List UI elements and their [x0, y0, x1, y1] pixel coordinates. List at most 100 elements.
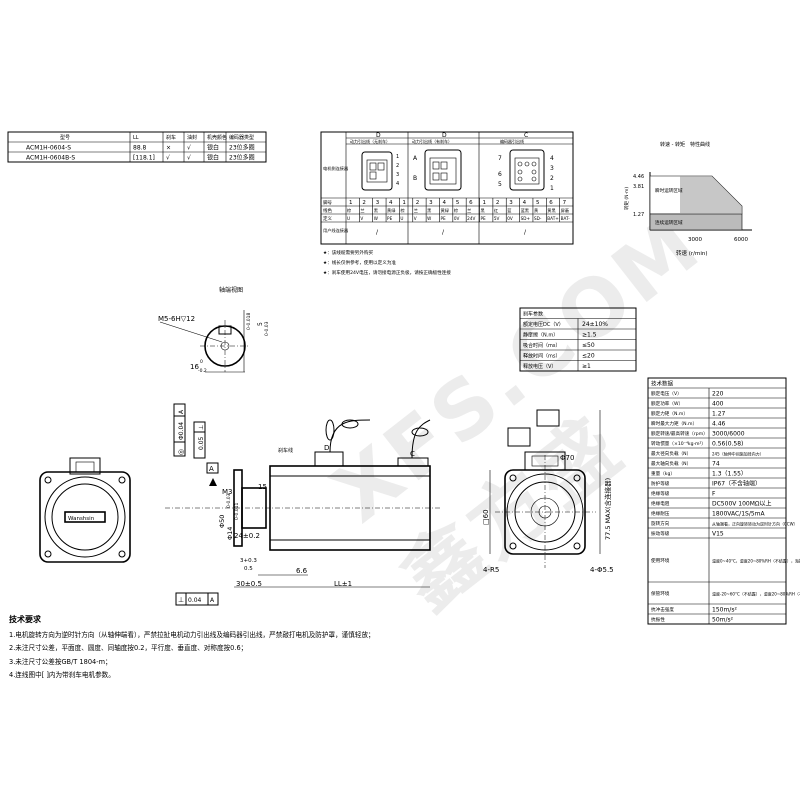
pin-11: 2 [496, 200, 500, 206]
spec-value-6: 245（轴伸中间施加径向力） [712, 451, 764, 457]
pin-def-10: PE [481, 216, 487, 221]
spec-value-14: V15 [712, 531, 724, 538]
pin-def-14: SD- [534, 216, 542, 221]
group-label-d2: D [442, 132, 447, 139]
spec-param-11: 绝缘电阻 [651, 500, 670, 507]
spec-value-9: IP67（不含轴端） [712, 480, 761, 488]
spec-value-7: 74 [712, 461, 720, 468]
pin-10: 1 [483, 200, 487, 206]
pin-14: 5 [536, 200, 540, 206]
dim-3-bot: 0.5 [244, 566, 253, 572]
gdt2-value: 0.05 [198, 436, 205, 450]
dim-24: 24±0.2 [234, 532, 260, 540]
pin-color-8: 棕 [454, 207, 458, 214]
pin-color-5: 兰 [414, 207, 418, 213]
spec-param-5: 转动惯量（×10⁻⁴kg·m²） [651, 440, 706, 447]
spec-value-8: 1.3（1.55） [712, 471, 747, 478]
key-dim: 16 [190, 363, 199, 371]
dim-5-tol: 0-0.03 [264, 321, 270, 336]
chart-title: 转速 - 转矩 特性曲线 [660, 141, 710, 148]
pin-def-16: BAT- [561, 216, 571, 221]
spec-value-0: 220 [712, 391, 724, 398]
pin-13: 4 [523, 200, 527, 206]
gdt2-symbol: ⊥ [198, 425, 205, 430]
pin-num-c-4: 4 [550, 155, 554, 162]
spec-param-15: 使用环境 [651, 557, 670, 564]
pin-color-0: 棕 [347, 207, 351, 214]
pin-def-2: W [374, 216, 378, 221]
dim-5: 5 [257, 322, 264, 326]
technical-notes: 技术要求 1.电机旋转方向为逆时针方向（从轴伸端看），严禁拉扯电机动力引出线及编… [9, 613, 389, 683]
dim-phi70: Φ70 [560, 454, 574, 462]
pin-def-12: 0V [507, 216, 513, 221]
pin-16: 7 [563, 200, 567, 206]
connector-table: 1棕U2兰V3黑W4黄绿PE1棕U2兰V3黑W4黄绿PE5棕0V6兰24V1黑P… [320, 131, 574, 276]
pin-num-d1-4: 4 [396, 181, 399, 187]
notes-heading: 技术要求 [9, 615, 41, 624]
pin-def-1: V [360, 216, 363, 221]
pin-7: 4 [442, 200, 446, 206]
group-label-d1: D [376, 132, 381, 139]
y-axis-label: 转矩 (N·m) [623, 187, 630, 210]
upper-zone-fill [680, 176, 742, 214]
brake-value-0: 24±10% [582, 321, 608, 328]
note-line-4: 4.连线图中[ ]内为带刹车电机参数。 [9, 671, 115, 679]
gdt3-datum: A [210, 597, 215, 604]
pin-15: 6 [549, 200, 553, 206]
dim-phi14-tol: 0-0.011 [234, 502, 240, 520]
pin-num-d1-2: 2 [396, 163, 399, 169]
group-label-c: C [524, 132, 528, 139]
pin-def-4: U [400, 216, 403, 221]
spec-value-16: 温度-20~60°C（不结露），湿度20~80%RH（不结露） [712, 591, 800, 597]
pin-4: 1 [402, 200, 406, 206]
thread-label: M5-6H▽12 [158, 315, 195, 323]
pin-color-11: 红 [494, 207, 498, 213]
pin-color-1: 兰 [360, 207, 364, 213]
pin-color-15: 黄黑 [547, 207, 555, 214]
zone-upper-label: 瞬时运转区域 [655, 187, 683, 194]
pin-num-c-1: 1 [550, 185, 554, 192]
spec-title: 技术数据 [651, 380, 674, 388]
note-line-3: 3.未注尺寸公差按GB/T 1804-m； [9, 657, 112, 666]
dim-phi14: Φ14 [226, 527, 234, 540]
spec-param-4: 额定转速/最高转速（rpm） [651, 430, 708, 437]
model-cell-1-4: 银白 [207, 154, 219, 162]
spec-value-12: 1800VAC/1S/5mA [712, 511, 766, 518]
pin-def-5: V [414, 216, 417, 221]
brake-value-4: ≥1 [582, 363, 591, 370]
brake-param-3: 释放时间（ms） [523, 353, 560, 360]
pin-num-c-3: 3 [550, 165, 554, 172]
pin-color-7: 黄绿 [440, 207, 449, 214]
connector-note-1: ★：该线缆需要另外购买 [323, 249, 373, 256]
pin-color-6: 黑 [427, 208, 431, 214]
note-line-2: 2.未注尺寸公差，平面度、圆度、同轴度按0.2，平行度、垂直度、对称度按0.6； [9, 644, 248, 652]
pin-num-c-2: 2 [550, 175, 554, 182]
spec-param-6: 最大径向负载（N） [651, 450, 691, 457]
connector-sketch-c: 7 6 5 4 3 2 1 [498, 149, 554, 192]
gdt1-value: Φ0.04 [178, 422, 185, 440]
side-view: ◎ Φ0.04 A 0.05 ⊥ A D C 刹车线 Φ50 0-0.03 [165, 403, 440, 606]
dim-5-tol-018: 0-0.018 [246, 312, 252, 330]
cable-label-2: 动力引出线（有刹车） [412, 138, 452, 144]
pin-12: 3 [509, 200, 513, 206]
dim-m3: M3 [222, 488, 233, 496]
spec-param-7: 最大轴向负载（N） [651, 460, 691, 467]
shaft-end-view: 轴端视图 M5-6H▽12 0-0.018 5 0-0.03 16 0 -0.2 [158, 286, 270, 374]
model-cell-0-0: ACM1H-0604-S [26, 145, 71, 152]
row-label-def: 定义 [323, 215, 332, 222]
model-cell-1-0: ACM1H-0604B-S [26, 155, 75, 162]
cable-label-3: 编码器引出线 [500, 138, 524, 144]
spec-param-12: 绝缘耐压 [651, 510, 670, 517]
pin-color-14: 黄 [534, 207, 538, 214]
spec-value-17: 150m/s² [712, 607, 737, 614]
dim-4-phi5-5: 4-Φ5.5 [590, 566, 614, 574]
spec-value-10: F [712, 491, 716, 498]
letter-b: B [413, 175, 417, 182]
model-header-1: LL [133, 135, 139, 141]
spec-param-9: 防护等级 [651, 480, 670, 487]
gdt3-value: 0.04 [188, 597, 202, 604]
gdt-perpendicularity-1: 0.05 ⊥ [193, 421, 206, 459]
spec-value-13: 从轴端看，正向旋转转动为逆时针方向（CCW） [712, 521, 798, 527]
pin-def-6: W [427, 216, 431, 221]
